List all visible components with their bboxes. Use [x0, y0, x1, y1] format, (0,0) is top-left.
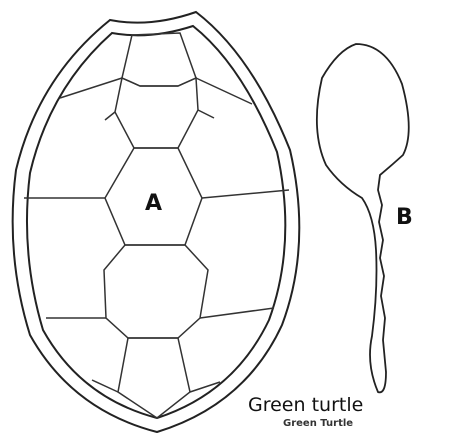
vertebral-scute-1 [122, 33, 196, 86]
costal-line-right-2 [198, 110, 214, 118]
vertebral-scute-5 [118, 338, 190, 418]
vertebral-scute-2 [115, 78, 198, 148]
label-a: A [145, 193, 162, 215]
label-b: B [396, 207, 413, 229]
carapace-outer-outline [13, 12, 300, 432]
costal-line-right-1 [196, 78, 252, 104]
costal-line-left-4 [105, 112, 115, 120]
flipper-outline [317, 44, 409, 392]
vertebral-scute-4 [104, 245, 208, 338]
caption-title: Green turtle [248, 396, 363, 415]
costal-line-right-4 [200, 308, 274, 318]
caption-subtitle: Green Turtle [283, 419, 353, 429]
carapace-inner-outline [27, 26, 285, 418]
costal-line-right-3 [202, 190, 289, 198]
